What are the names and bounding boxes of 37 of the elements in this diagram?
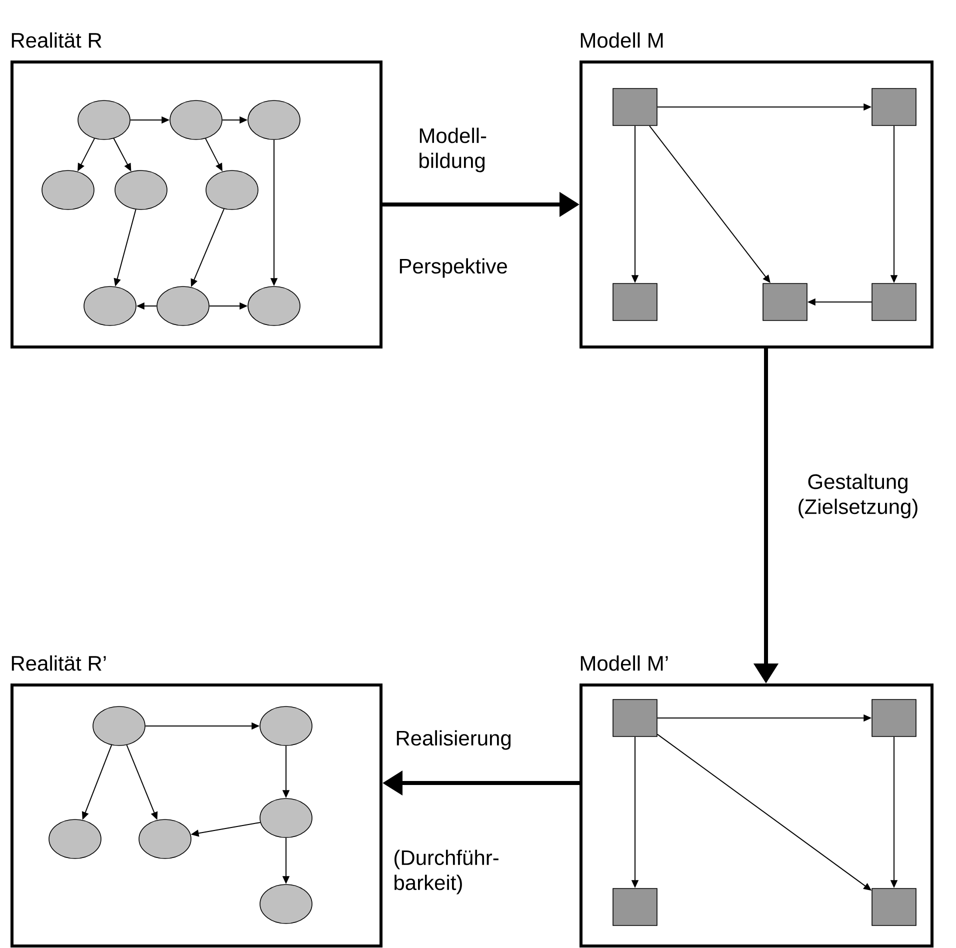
square-node <box>612 699 658 737</box>
ellipse-node <box>248 286 300 326</box>
square-node <box>762 283 808 321</box>
square-node <box>872 283 916 321</box>
ellipse-node <box>170 100 222 140</box>
node-label: Modell M <box>580 32 663 48</box>
edge-label: Realisierung <box>396 730 511 750</box>
ellipse-node <box>114 170 168 210</box>
panel: Modell M’ <box>580 655 934 948</box>
ellipse-node <box>42 170 94 210</box>
node-label: Modell M’ <box>580 655 668 671</box>
square-node <box>872 699 916 737</box>
node-label: Realität R <box>12 32 102 48</box>
square-node <box>612 283 658 321</box>
ellipse-node <box>260 706 312 746</box>
ellipse-node <box>156 286 210 326</box>
ellipse-node <box>248 100 300 140</box>
ellipse-node <box>260 884 312 924</box>
panel: Realität R’ <box>10 655 382 948</box>
ellipse-node <box>84 286 136 326</box>
square-node <box>612 888 658 926</box>
note-text: Perspektive <box>400 258 507 278</box>
ellipse-node <box>206 170 258 210</box>
edge-label: Modell- bildung <box>420 128 486 172</box>
panel: Modell M <box>580 32 934 348</box>
panel: Realität R <box>10 32 382 348</box>
square-node <box>872 888 916 926</box>
ellipse-node <box>92 706 146 746</box>
square-node <box>612 88 658 126</box>
node-label: Realität R’ <box>12 655 106 671</box>
note-text: (Durchführ- barkeit) <box>394 850 498 894</box>
square-node <box>872 88 916 126</box>
ellipse-node <box>78 100 130 140</box>
ellipse-node <box>48 819 102 859</box>
edge-label: Gestaltung (Zielsetzung) <box>798 474 918 518</box>
ellipse-node <box>138 819 192 859</box>
ellipse-node <box>260 798 312 838</box>
